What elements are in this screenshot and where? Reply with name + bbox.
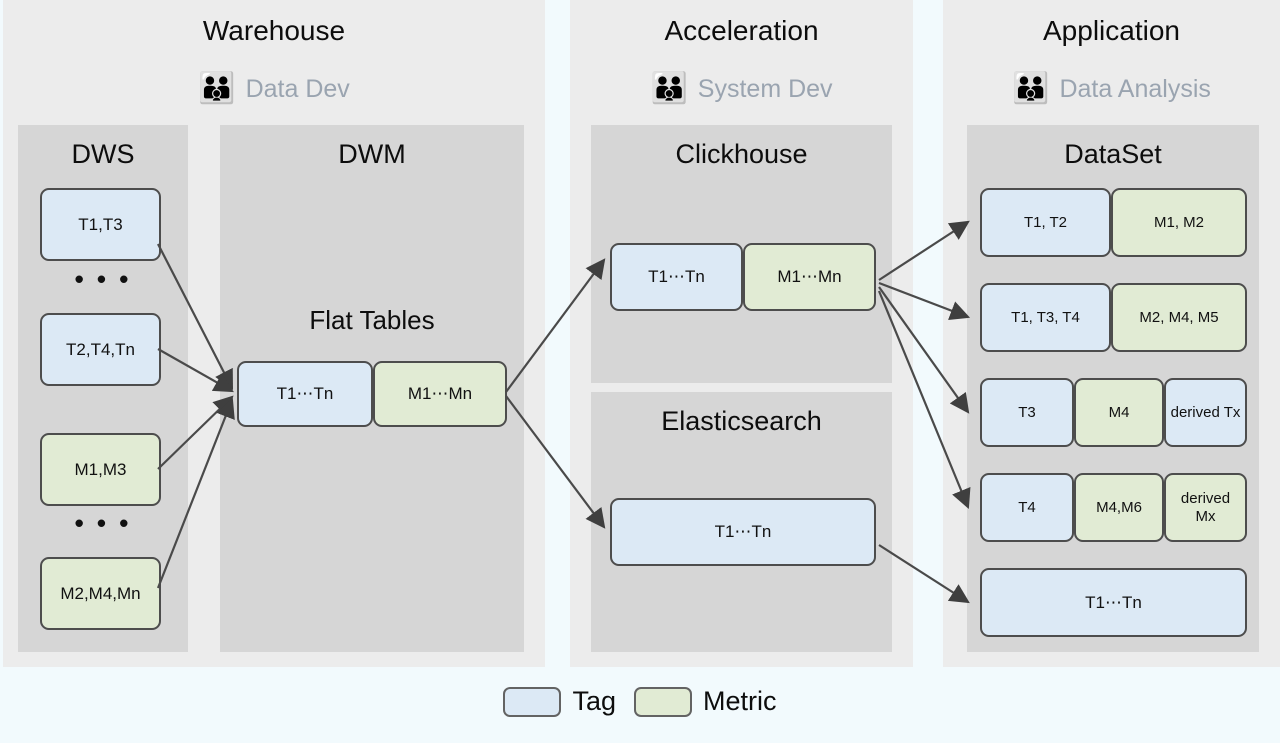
legend-item-tag: Tag (503, 686, 616, 717)
node-dataset-r4-tags[interactable]: T4 (980, 473, 1074, 542)
node-elasticsearch-tags[interactable]: T1⋯Tn (610, 498, 876, 566)
role-warehouse: 👪 Data Dev (3, 74, 545, 104)
node-dws-m1m3[interactable]: M1,M3 (40, 433, 161, 506)
node-dataset-r4-metrics[interactable]: M4,M6 (1074, 473, 1164, 542)
people-group-icon: 👪 (198, 72, 236, 105)
role-application: 👪 Data Analysis (943, 74, 1280, 104)
legend-item-metric: Metric (634, 686, 777, 717)
group-title-dws: DWS (71, 139, 135, 169)
node-dataset-r3-tags[interactable]: T3 (980, 378, 1074, 447)
node-dataset-r2-tags[interactable]: T1, T3, T4 (980, 283, 1111, 352)
role-acceleration: 👪 System Dev (570, 74, 913, 104)
group-clickhouse: Clickhouse T1⋯Tn M1⋯Mn (591, 125, 892, 383)
node-dataset-r2-metrics[interactable]: M2, M4, M5 (1111, 283, 1247, 352)
group-title-dataset: DataSet (1064, 139, 1162, 169)
role-label-data-dev: Data Dev (245, 74, 350, 103)
node-dws-m2m4mn[interactable]: M2,M4,Mn (40, 557, 161, 630)
panel-warehouse: Warehouse 👪 Data Dev DWS T1,T3 • • • T2,… (3, 0, 545, 667)
node-clickhouse-metrics[interactable]: M1⋯Mn (743, 243, 876, 311)
legend-swatch-metric (634, 686, 693, 717)
group-title-dwm: DWM (338, 139, 406, 169)
node-flat-tables-metrics[interactable]: M1⋯Mn (373, 361, 507, 427)
dws-ellipsis-1: • • • (74, 264, 132, 294)
legend-label-tag: Tag (572, 686, 617, 716)
node-dataset-r3-derived[interactable]: derived Tx (1164, 378, 1247, 447)
legend-label-metric: Metric (703, 686, 777, 716)
node-dataset-r4-derived[interactable]: derived Mx (1164, 473, 1247, 542)
subtitle-flat-tables: Flat Tables (309, 305, 435, 335)
group-dataset: DataSet T1, T2 M1, M2 T1, T3, T4 M2, M4,… (967, 125, 1259, 652)
group-dwm: DWM Flat Tables T1⋯Tn M1⋯Mn (220, 125, 524, 652)
node-dataset-r3-metrics[interactable]: M4 (1074, 378, 1164, 447)
group-dws: DWS T1,T3 • • • T2,T4,Tn M1,M3 • • • M2,… (18, 125, 188, 652)
group-elasticsearch: Elasticsearch T1⋯Tn (591, 392, 892, 652)
node-dataset-r1-metrics[interactable]: M1, M2 (1111, 188, 1247, 257)
node-flat-tables-tags[interactable]: T1⋯Tn (237, 361, 373, 427)
node-dws-t2t4tn[interactable]: T2,T4,Tn (40, 313, 161, 386)
group-title-elasticsearch: Elasticsearch (661, 406, 822, 436)
node-clickhouse-tags[interactable]: T1⋯Tn (610, 243, 743, 311)
panel-title-acceleration: Acceleration (664, 15, 819, 46)
node-dataset-r1-tags[interactable]: T1, T2 (980, 188, 1111, 257)
legend: Tag Metric (0, 686, 1280, 717)
node-dataset-r5-tags[interactable]: T1⋯Tn (980, 568, 1247, 637)
node-dws-t1t3[interactable]: T1,T3 (40, 188, 161, 261)
dws-ellipsis-2: • • • (74, 508, 132, 538)
people-group-icon: 👪 (650, 72, 688, 105)
panel-application: Application 👪 Data Analysis DataSet T1, … (943, 0, 1280, 667)
people-group-icon: 👪 (1012, 72, 1050, 105)
panel-title-application: Application (1043, 15, 1180, 46)
legend-swatch-tag (503, 686, 562, 717)
panel-title-warehouse: Warehouse (202, 15, 346, 46)
role-label-data-analysis: Data Analysis (1059, 74, 1211, 103)
role-label-system-dev: System Dev (697, 74, 833, 103)
group-title-clickhouse: Clickhouse (675, 139, 808, 169)
panel-acceleration: Acceleration 👪 System Dev Clickhouse T1⋯… (570, 0, 913, 667)
